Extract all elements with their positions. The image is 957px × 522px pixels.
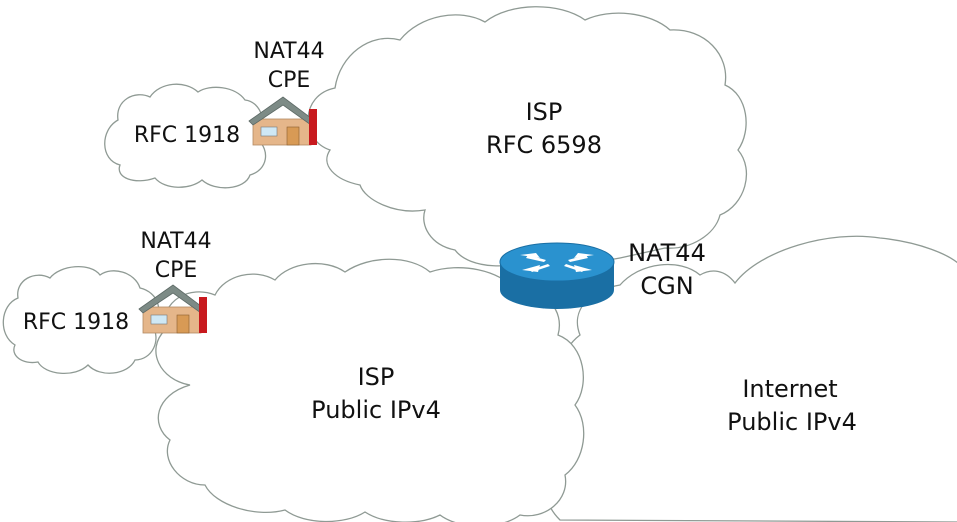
house-icon	[248, 96, 317, 146]
isp-rfc6598-title: ISP	[526, 98, 563, 126]
cgn-sublabel: CGN	[640, 272, 693, 300]
cpe-bottom-label: NAT44	[140, 229, 211, 254]
cpe-bottom-sublabel: CPE	[155, 258, 198, 283]
isp-rfc6598-cloud	[307, 6, 747, 267]
isp-rfc6598-subtitle: RFC 6598	[486, 131, 602, 159]
home-top-label: RFC 1918	[134, 123, 240, 148]
isp-public-cloud	[155, 258, 585, 522]
house-icon	[138, 284, 207, 334]
cpe-top-label: NAT44	[253, 39, 324, 64]
home-bottom-label: RFC 1918	[23, 310, 129, 335]
isp-public-title: ISP	[358, 363, 395, 391]
home-cloud-top	[104, 83, 267, 189]
isp-public-subtitle: Public IPv4	[311, 396, 441, 424]
internet-title: Internet	[742, 375, 837, 403]
cgn-label: NAT44	[628, 239, 706, 267]
internet-subtitle: Public IPv4	[727, 408, 857, 436]
cpe-top-sublabel: CPE	[268, 68, 311, 93]
router-icon	[499, 242, 615, 309]
